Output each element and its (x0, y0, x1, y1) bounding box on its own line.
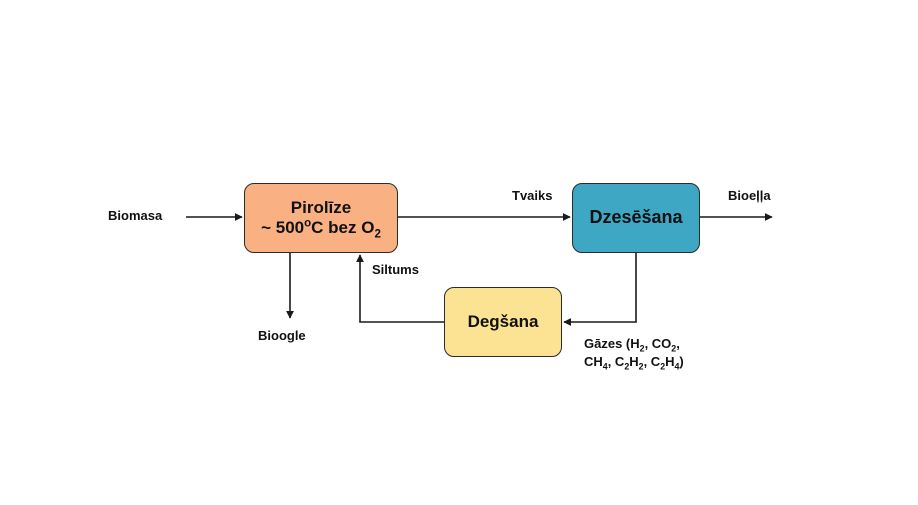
vapor-label: Tvaiks (512, 188, 553, 203)
gases-line-1: Gāzes (H2, CO2, (584, 335, 684, 353)
c2h4-h: H (665, 354, 675, 370)
condensation-title: Dzesēšana (589, 207, 683, 228)
arrow-condensation-to-combustion (563, 253, 637, 326)
gases-suffix: ) (679, 354, 684, 370)
condition-degree: o (304, 217, 312, 230)
c2h2-sub2: 2 (638, 361, 644, 372)
condition-temp: ~ 500 (261, 218, 305, 237)
ch4-sub: 4 (602, 361, 608, 372)
condensation-box: Dzesēšana (572, 183, 700, 253)
pyrolysis-title: Pirolīze (290, 197, 352, 217)
h2-sub: 2 (639, 343, 645, 354)
co2-sub: 2 (671, 343, 677, 354)
co2-comma: , (676, 336, 680, 351)
pyrolysis-condition: ~ 500oC bez O2 (261, 217, 381, 241)
bio-oil-label: Bioeļļa (728, 188, 771, 203)
c2h2-text: , C (607, 354, 625, 370)
condition-text: C bez O (311, 218, 375, 237)
c2h4-text: , C (643, 354, 661, 370)
biomass-label: Biomasa (108, 208, 163, 223)
c2h4-sub1: 2 (660, 361, 666, 372)
c2h4-sub2: 4 (674, 361, 680, 372)
arrow-combustion-heat-to-pyrolysis (356, 254, 444, 323)
c2h2-sub1: 2 (624, 361, 630, 372)
combustion-title: Degšana (467, 311, 539, 331)
c2h2-h: H (629, 354, 639, 370)
pyrolysis-box: Pirolīze ~ 500oC bez O2 (244, 183, 398, 253)
gases-prefix: Gāzes (H (584, 336, 640, 351)
gases-line-2: CH4, C2H2, C2H4) (584, 353, 684, 371)
gases-label: Gāzes (H2, CO2, CH4, C2H2, C2H4) (584, 335, 684, 371)
co2-text: , CO (644, 336, 672, 351)
biochar-label: Bioogle (258, 328, 306, 343)
condition-o2-sub: 2 (374, 228, 381, 241)
ch4-text: CH (584, 354, 603, 370)
heat-label: Siltums (372, 262, 419, 277)
combustion-box: Degšana (444, 287, 562, 357)
